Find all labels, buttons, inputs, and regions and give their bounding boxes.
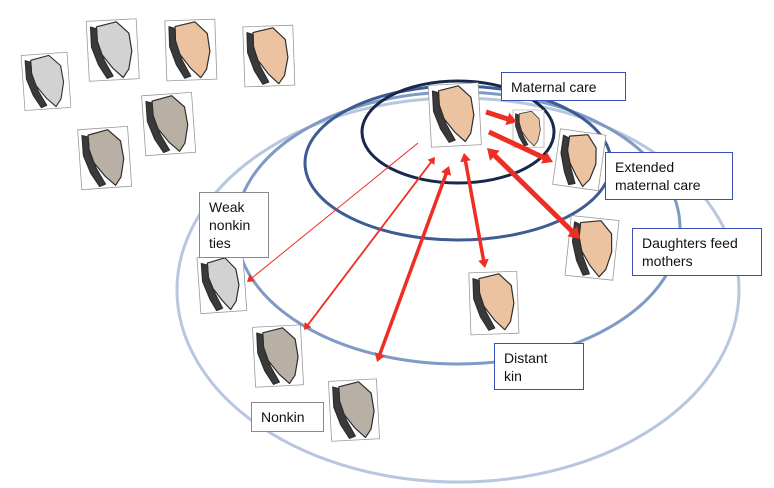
arrow-nonkin-near-head — [304, 322, 312, 330]
arrow-distant-kin-head — [478, 258, 489, 268]
arrow-maternal-care-head — [505, 112, 517, 125]
hanging-bat-icon — [427, 82, 482, 148]
arrow-nonkin-near-tail — [427, 157, 435, 165]
arrow-weak-nonkin-ties — [250, 142, 419, 280]
hanging-bat-icon — [552, 128, 607, 192]
arrow-weak-nonkin-ties-head — [247, 274, 255, 282]
hanging-bat-icon — [242, 24, 296, 88]
hanging-bat-icon — [468, 270, 520, 336]
arrow-daughters-feed-mothers — [490, 151, 577, 236]
hanging-bat-icon — [512, 109, 545, 148]
hanging-bat-icon — [564, 215, 620, 281]
arrow-nonkin-far — [377, 171, 449, 357]
label-extended-maternal-care: Extended maternal care — [605, 152, 733, 200]
arrow-daughters-feed-mothers-head — [567, 226, 580, 239]
interaction-arrows — [247, 109, 580, 362]
bat-group — [20, 18, 620, 442]
label-distant-kin: Distant kin — [494, 343, 584, 390]
arrow-extended-maternal-care — [487, 129, 548, 162]
label-maternal-care: Maternal care — [501, 72, 626, 101]
hanging-bat-icon — [164, 18, 218, 82]
arrow-maternal-care — [485, 109, 511, 123]
label-weak-nonkin-ties: Weak nonkin ties — [199, 192, 269, 258]
arrow-daughters-feed-mothers-tail — [487, 148, 500, 161]
ring-inner — [360, 79, 556, 185]
hanging-bat-icon — [196, 254, 248, 315]
hanging-bat-icon — [20, 51, 72, 111]
hanging-bat-icon — [77, 125, 133, 191]
arrow-distant-kin — [463, 158, 486, 263]
arrow-nonkin-far-tail — [441, 166, 452, 176]
arrow-nonkin-near — [306, 160, 433, 327]
arrow-extended-maternal-care-head — [541, 151, 553, 164]
label-nonkin: Nonkin — [251, 402, 324, 432]
label-daughters-feed-mothers: Daughters feed mothers — [632, 228, 762, 276]
arrow-distant-kin-tail — [460, 153, 471, 163]
hanging-bat-icon — [252, 324, 304, 388]
hanging-bat-icon — [328, 378, 380, 442]
arrow-nonkin-far-head — [374, 352, 385, 362]
hanging-bat-icon — [85, 18, 140, 82]
hanging-bat-icon — [141, 91, 197, 157]
